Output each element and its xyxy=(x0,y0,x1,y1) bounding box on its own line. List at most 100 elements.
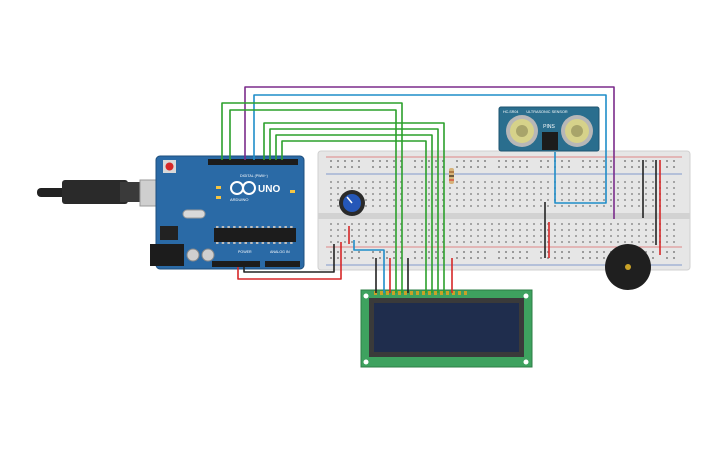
breadboard-hole xyxy=(449,193,451,195)
digital-header xyxy=(208,159,298,165)
breadboard-hole xyxy=(414,251,416,253)
breadboard-hole xyxy=(484,257,486,259)
breadboard-hole xyxy=(617,229,619,231)
breadboard-hole xyxy=(617,187,619,189)
breadboard-hole xyxy=(414,229,416,231)
breadboard-hole xyxy=(442,223,444,225)
breadboard-hole xyxy=(666,251,668,253)
wire-red-power[interactable] xyxy=(237,242,342,280)
breadboard-hole xyxy=(519,235,521,237)
breadboard-hole xyxy=(477,205,479,207)
breadboard-hole xyxy=(358,223,360,225)
breadboard-hole xyxy=(386,181,388,183)
breadboard-hole xyxy=(421,257,423,259)
breadboard-hole xyxy=(442,257,444,259)
breadboard-hole xyxy=(547,187,549,189)
breadboard-hole xyxy=(582,229,584,231)
arduino-uno[interactable]: UNO ARDUINO DIGITAL (PWM~) POWER ANALOG … xyxy=(150,155,305,270)
breadboard-hole xyxy=(442,181,444,183)
breadboard-hole xyxy=(477,187,479,189)
breadboard-hole xyxy=(519,257,521,259)
breadboard-hole xyxy=(442,241,444,243)
breadboard-hole xyxy=(673,181,675,183)
sensor-pin-header xyxy=(542,132,558,150)
breadboard-hole xyxy=(589,223,591,225)
wire-purple[interactable] xyxy=(244,86,615,219)
breadboard-hole xyxy=(673,257,675,259)
breadboard-hole xyxy=(624,181,626,183)
breadboard-hole xyxy=(442,235,444,237)
usb-cable[interactable] xyxy=(37,179,175,207)
breadboard-hole xyxy=(484,229,486,231)
breadboard-hole xyxy=(442,187,444,189)
breadboard-hole xyxy=(652,199,654,201)
breadboard-hole xyxy=(638,229,640,231)
breadboard-hole xyxy=(498,241,500,243)
breadboard-hole xyxy=(540,223,542,225)
breadboard-hole xyxy=(526,223,528,225)
breadboard-hole xyxy=(435,229,437,231)
lcd-display[interactable] xyxy=(360,289,533,368)
breadboard-hole xyxy=(337,166,339,168)
wire-green-2[interactable] xyxy=(229,109,397,293)
breadboard-hole xyxy=(428,235,430,237)
breadboard-hole xyxy=(393,241,395,243)
wire-blue-pot[interactable] xyxy=(353,240,385,293)
breadboard-hole xyxy=(638,166,640,168)
breadboard-hole xyxy=(519,223,521,225)
breadboard-hole xyxy=(456,199,458,201)
breadboard-hole xyxy=(421,229,423,231)
breadboard-hole xyxy=(603,160,605,162)
breadboard-hole xyxy=(519,193,521,195)
ultrasonic-sensor[interactable]: ULTRASONIC SENSOR HC-SR04 PINS xyxy=(498,106,600,152)
breadboard-hole xyxy=(330,193,332,195)
breadboard-hole xyxy=(386,251,388,253)
wire-blue-sensor[interactable] xyxy=(253,94,607,204)
piezo-buzzer[interactable] xyxy=(605,244,651,290)
breadboard-hole xyxy=(456,223,458,225)
potentiometer[interactable] xyxy=(339,190,365,216)
breadboard-hole xyxy=(547,241,549,243)
breadboard-hole xyxy=(477,181,479,183)
breadboard-hole xyxy=(610,229,612,231)
breadboard-hole xyxy=(435,193,437,195)
breadboard-hole xyxy=(533,181,535,183)
breadboard-hole xyxy=(505,257,507,259)
breadboard-hole xyxy=(512,199,514,201)
reset-button[interactable] xyxy=(165,162,174,171)
breadboard-hole xyxy=(603,241,605,243)
breadboard-hole xyxy=(386,235,388,237)
breadboard-hole xyxy=(652,166,654,168)
wire-green-5[interactable] xyxy=(275,134,433,293)
lcd-pin xyxy=(452,291,455,295)
chip-pin xyxy=(233,226,236,228)
breadboard-hole xyxy=(372,193,374,195)
breadboard-hole xyxy=(638,223,640,225)
wire-green-3[interactable] xyxy=(263,122,445,293)
breadboard-hole xyxy=(491,187,493,189)
breadboard-hole xyxy=(596,257,598,259)
wire-green-6[interactable] xyxy=(281,140,427,293)
wire-black-ground[interactable] xyxy=(243,244,335,273)
breadboard-hole xyxy=(617,205,619,207)
breadboard-hole xyxy=(491,241,493,243)
breadboard-hole xyxy=(463,257,465,259)
chip-pin xyxy=(255,226,259,228)
breadboard-hole xyxy=(547,181,549,183)
breadboard-hole xyxy=(673,223,675,225)
breadboard-hole xyxy=(337,257,339,259)
breadboard-hole xyxy=(463,166,465,168)
breadboard-hole xyxy=(379,193,381,195)
wire-green-1[interactable] xyxy=(221,102,403,293)
breadboard-hole xyxy=(386,223,388,225)
breadboard-hole xyxy=(568,181,570,183)
breadboard-hole xyxy=(512,251,514,253)
breadboard-hole xyxy=(421,235,423,237)
breadboard-hole xyxy=(330,241,332,243)
breadboard-hole xyxy=(428,187,430,189)
breadboard-hole xyxy=(582,181,584,183)
chip-pin xyxy=(250,242,253,244)
analog-header-label: ANALOG IN xyxy=(270,250,290,254)
breadboard-hole xyxy=(603,193,605,195)
wire-green-4[interactable] xyxy=(269,128,439,293)
